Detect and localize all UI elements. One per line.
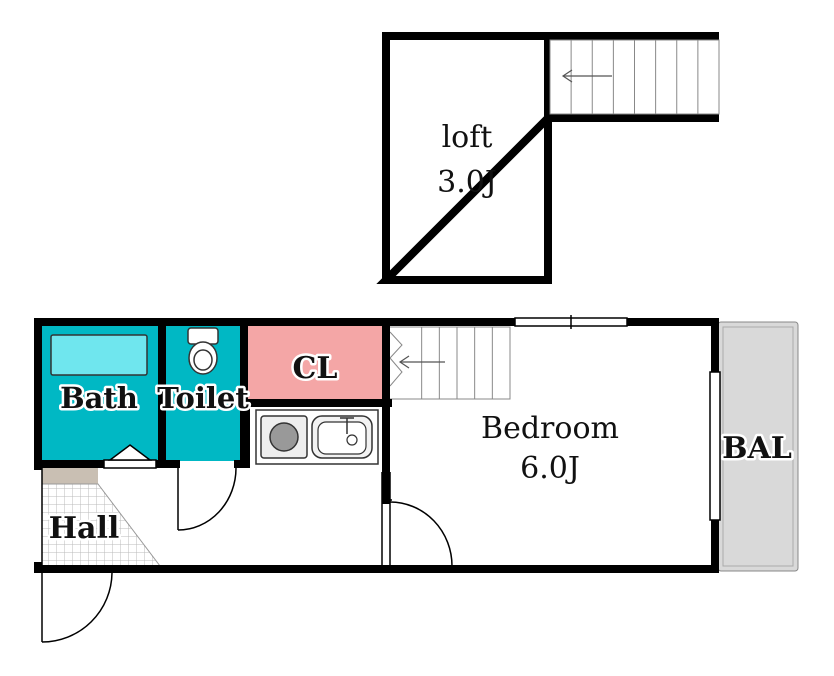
kitchen-counter — [255, 409, 379, 465]
loft-section: loft 3.0J — [376, 32, 720, 284]
closet-floor — [246, 325, 384, 400]
toilet-fixture-icon — [187, 327, 219, 375]
toilet-door — [177, 467, 237, 531]
bath-label: Bath — [60, 381, 138, 415]
bedroom-name: Bedroom — [481, 411, 619, 446]
bathtub — [50, 334, 148, 376]
bedroom-stairs — [387, 326, 511, 400]
main-walls — [34, 318, 719, 573]
bath-door — [103, 444, 157, 469]
hall-entry-step — [42, 468, 98, 484]
loft-size: 3.0J — [437, 165, 497, 200]
hall-label: Hall — [49, 511, 120, 546]
balcony-door — [709, 371, 721, 521]
bedroom-size: 6.0J — [520, 451, 580, 486]
balcony-label: BAL — [722, 431, 792, 466]
loft-name: loft — [442, 120, 493, 155]
entrance-door — [41, 572, 113, 643]
closet-label: CL — [293, 351, 338, 386]
stair-arrow-icon — [398, 355, 445, 369]
toilet-label: Toilet — [157, 381, 249, 415]
loft-stairs — [549, 39, 720, 115]
bedroom-door — [389, 499, 453, 567]
bedroom-window — [514, 315, 628, 329]
stair-arrow-icon — [561, 69, 612, 83]
